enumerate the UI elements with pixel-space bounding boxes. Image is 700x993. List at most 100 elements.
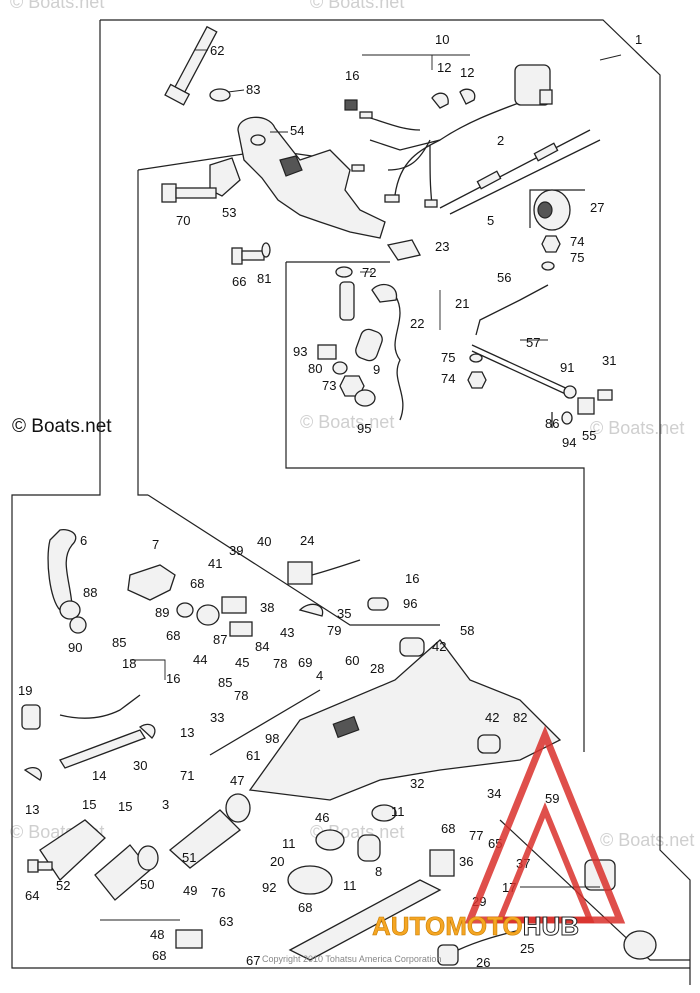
- part-label-51[interactable]: 51: [182, 850, 196, 865]
- part-label-27[interactable]: 27: [590, 200, 604, 215]
- part-label-66[interactable]: 66: [232, 274, 246, 289]
- part-label-42[interactable]: 42: [432, 639, 446, 654]
- part-label-34[interactable]: 34: [487, 786, 501, 801]
- part-label-9[interactable]: 9: [373, 362, 380, 377]
- part-label-68[interactable]: 68: [152, 948, 166, 963]
- part-label-58[interactable]: 58: [460, 623, 474, 638]
- part-label-63[interactable]: 63: [219, 914, 233, 929]
- part-label-96[interactable]: 96: [403, 596, 417, 611]
- part-label-44[interactable]: 44: [193, 652, 207, 667]
- part-label-32[interactable]: 32: [410, 776, 424, 791]
- part-label-52[interactable]: 52: [56, 878, 70, 893]
- part-label-83[interactable]: 83: [246, 82, 260, 97]
- part-label-30[interactable]: 30: [133, 758, 147, 773]
- part-label-47[interactable]: 47: [230, 773, 244, 788]
- part-label-36[interactable]: 36: [459, 854, 473, 869]
- part-label-74[interactable]: 74: [441, 371, 455, 386]
- part-label-13[interactable]: 13: [180, 725, 194, 740]
- part-label-64[interactable]: 64: [25, 888, 39, 903]
- part-label-43[interactable]: 43: [280, 625, 294, 640]
- part-label-28[interactable]: 28: [370, 661, 384, 676]
- part-label-41[interactable]: 41: [208, 556, 222, 571]
- part-label-78[interactable]: 78: [273, 656, 287, 671]
- part-label-42[interactable]: 42: [485, 710, 499, 725]
- part-label-90[interactable]: 90: [68, 640, 82, 655]
- part-label-46[interactable]: 46: [315, 810, 329, 825]
- part-label-25[interactable]: 25: [520, 941, 534, 956]
- part-label-85[interactable]: 85: [112, 635, 126, 650]
- part-label-16[interactable]: 16: [345, 68, 359, 83]
- part-label-74[interactable]: 74: [570, 234, 584, 249]
- part-label-78[interactable]: 78: [234, 688, 248, 703]
- part-label-7[interactable]: 7: [152, 537, 159, 552]
- part-label-16[interactable]: 16: [166, 671, 180, 686]
- part-label-75[interactable]: 75: [441, 350, 455, 365]
- part-label-11[interactable]: 11: [343, 878, 357, 893]
- part-label-88[interactable]: 88: [83, 585, 97, 600]
- part-label-24[interactable]: 24: [300, 533, 314, 548]
- part-label-12[interactable]: 12: [460, 65, 474, 80]
- part-label-21[interactable]: 21: [455, 296, 469, 311]
- part-label-12[interactable]: 12: [437, 60, 451, 75]
- part-label-92[interactable]: 92: [262, 880, 276, 895]
- part-label-69[interactable]: 69: [298, 655, 312, 670]
- part-label-85[interactable]: 85: [218, 675, 232, 690]
- part-label-71[interactable]: 71: [180, 768, 194, 783]
- part-label-67[interactable]: 67: [246, 953, 260, 968]
- part-label-2[interactable]: 2: [497, 133, 504, 148]
- part-label-10[interactable]: 10: [435, 32, 449, 47]
- part-label-87[interactable]: 87: [213, 632, 227, 647]
- part-label-11[interactable]: 11: [391, 804, 405, 819]
- part-label-8[interactable]: 8: [375, 864, 382, 879]
- part-label-45[interactable]: 45: [235, 655, 249, 670]
- part-label-68[interactable]: 68: [190, 576, 204, 591]
- part-label-18[interactable]: 18: [122, 656, 136, 671]
- part-label-86[interactable]: 86: [545, 416, 559, 431]
- part-label-94[interactable]: 94: [562, 435, 576, 450]
- part-label-40[interactable]: 40: [257, 534, 271, 549]
- part-label-31[interactable]: 31: [602, 353, 616, 368]
- part-label-16[interactable]: 16: [405, 571, 419, 586]
- part-label-93[interactable]: 93: [293, 344, 307, 359]
- part-label-72[interactable]: 72: [362, 265, 376, 280]
- part-label-77[interactable]: 77: [469, 828, 483, 843]
- part-label-60[interactable]: 60: [345, 653, 359, 668]
- part-label-91[interactable]: 91: [560, 360, 574, 375]
- part-label-3[interactable]: 3: [162, 797, 169, 812]
- part-label-84[interactable]: 84: [255, 639, 269, 654]
- part-label-76[interactable]: 76: [211, 885, 225, 900]
- part-label-57[interactable]: 57: [526, 335, 540, 350]
- part-label-75[interactable]: 75: [570, 250, 584, 265]
- part-label-73[interactable]: 73: [322, 378, 336, 393]
- part-label-13[interactable]: 13: [25, 802, 39, 817]
- part-label-81[interactable]: 81: [257, 271, 271, 286]
- part-label-33[interactable]: 33: [210, 710, 224, 725]
- part-label-59[interactable]: 59: [545, 791, 559, 806]
- part-label-11[interactable]: 11: [282, 836, 296, 851]
- part-label-98[interactable]: 98: [265, 731, 279, 746]
- part-label-82[interactable]: 82: [513, 710, 527, 725]
- part-label-55[interactable]: 55: [582, 428, 596, 443]
- part-label-15[interactable]: 15: [118, 799, 132, 814]
- part-label-56[interactable]: 56: [497, 270, 511, 285]
- part-label-35[interactable]: 35: [337, 606, 351, 621]
- part-label-48[interactable]: 48: [150, 927, 164, 942]
- part-label-68[interactable]: 68: [298, 900, 312, 915]
- part-label-19[interactable]: 19: [18, 683, 32, 698]
- part-label-1[interactable]: 1: [635, 32, 642, 47]
- part-label-23[interactable]: 23: [435, 239, 449, 254]
- part-label-95[interactable]: 95: [357, 421, 371, 436]
- part-label-61[interactable]: 61: [246, 748, 260, 763]
- part-label-68[interactable]: 68: [166, 628, 180, 643]
- part-label-26[interactable]: 26: [476, 955, 490, 970]
- part-label-80[interactable]: 80: [308, 361, 322, 376]
- part-label-70[interactable]: 70: [176, 213, 190, 228]
- part-label-53[interactable]: 53: [222, 205, 236, 220]
- part-label-4[interactable]: 4: [316, 668, 323, 683]
- part-label-15[interactable]: 15: [82, 797, 96, 812]
- part-label-39[interactable]: 39: [229, 543, 243, 558]
- part-label-5[interactable]: 5: [487, 213, 494, 228]
- part-label-22[interactable]: 22: [410, 316, 424, 331]
- part-label-89[interactable]: 89: [155, 605, 169, 620]
- part-label-14[interactable]: 14: [92, 768, 106, 783]
